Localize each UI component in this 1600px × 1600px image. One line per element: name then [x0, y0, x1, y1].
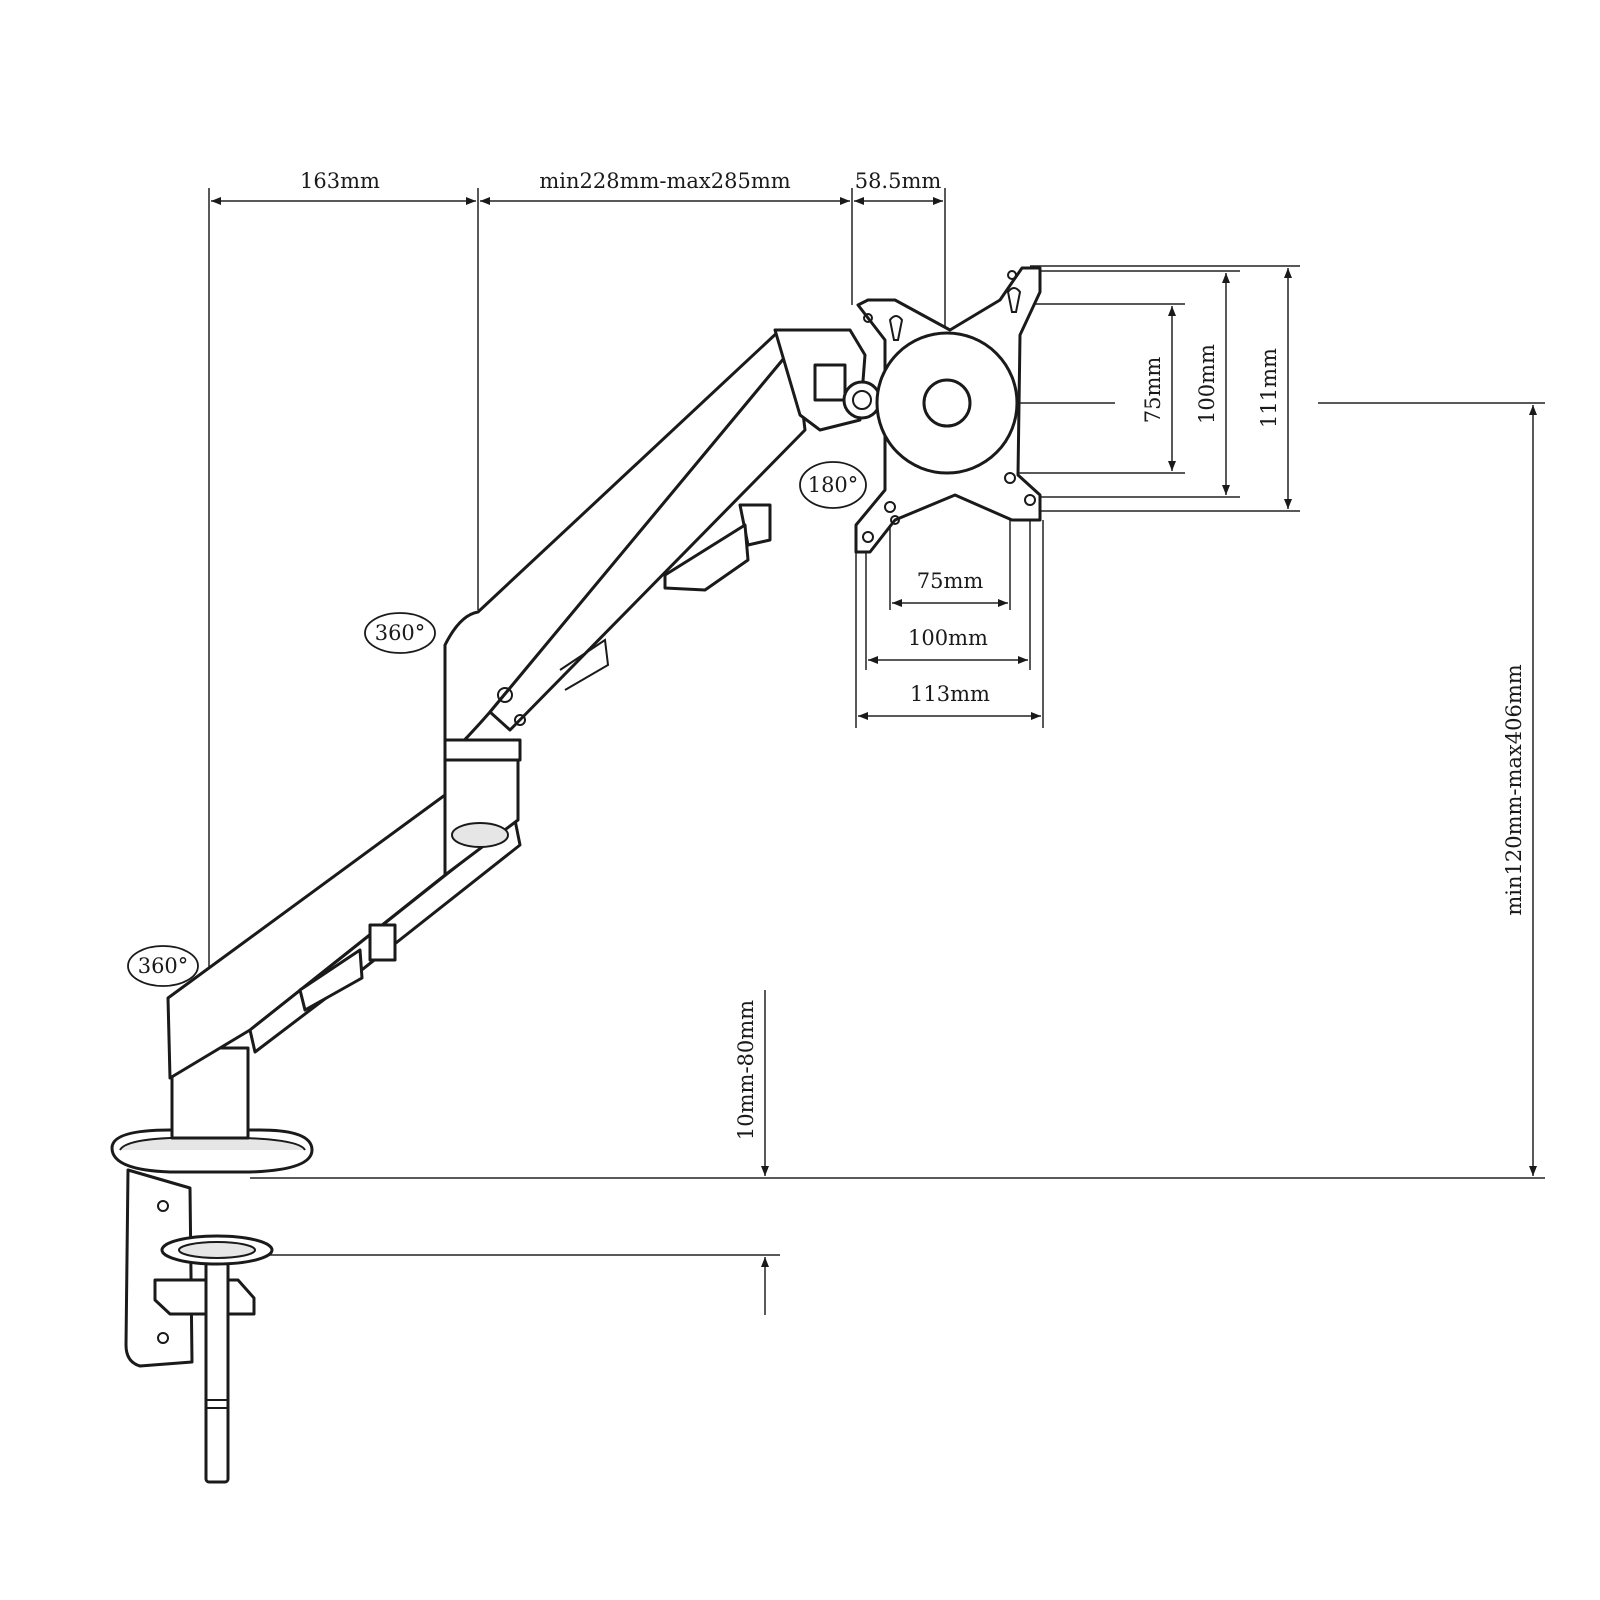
label-clamp-thickness: 10mm-80mm — [734, 1000, 758, 1140]
clamp-hole-bottom — [157, 1332, 169, 1344]
hole-bl-75 — [884, 501, 896, 513]
label-head-rotate: 180° — [808, 473, 859, 497]
label-vesa-h-100: 100mm — [908, 626, 988, 650]
monitor-arm — [110, 266, 1042, 1484]
clamp-back-plate — [124, 1168, 194, 1368]
upper-arm-cable-cover — [663, 523, 750, 592]
dimension-labels: 163mm min228mm-max285mm 58.5mm 75mm 100m… — [300, 169, 1526, 1140]
clamp-screw — [204, 1260, 230, 1484]
hole-tr-outer — [1007, 270, 1017, 280]
badge-elbow-swivel: 360° — [364, 612, 436, 654]
base-plate-top-face — [119, 1137, 306, 1151]
upper-arm — [443, 328, 807, 762]
rotation-badges: 360° 360° 180° — [127, 461, 867, 987]
label-elbow-swivel: 360° — [375, 621, 426, 645]
lower-arm-clip — [368, 923, 397, 962]
hole-tl-outer — [863, 313, 873, 323]
elbow-lower-joint — [443, 758, 520, 877]
lower-arm-channel — [298, 948, 364, 1012]
hole-bl-100 — [862, 531, 874, 543]
hole-bl-inner — [890, 515, 900, 525]
upper-arm-side-face — [488, 343, 807, 732]
upper-arm-slot — [559, 638, 610, 691]
label-height-range: min120mm-max406mm — [1502, 664, 1526, 915]
dimension-lines — [208, 188, 1545, 1315]
keyhole-top-right — [1006, 287, 1022, 313]
desk-clamp — [124, 1168, 274, 1484]
tilt-head-block — [813, 363, 847, 402]
hole-br-75 — [1004, 472, 1016, 484]
upper-arm-pivot — [497, 687, 513, 703]
clamp-hole-top — [157, 1200, 169, 1212]
keyhole-top-left — [888, 315, 904, 341]
elbow-upper-collar — [443, 738, 522, 762]
label-plate-height: 111mm — [1257, 348, 1281, 428]
vesa-plate-centre-hole — [922, 378, 972, 428]
tilt-head-knob — [842, 380, 882, 420]
base-plate — [110, 1046, 314, 1174]
label-plate-width: 113mm — [910, 682, 990, 706]
label-vesa-v-75: 75mm — [1141, 357, 1165, 424]
label-head-offset: 58.5mm — [855, 169, 942, 193]
label-base-swivel: 360° — [138, 954, 189, 978]
label-vesa-v-100: 100mm — [1195, 344, 1219, 424]
clamp-pad-inner — [178, 1241, 256, 1259]
label-arm-reach: min228mm-max285mm — [539, 169, 790, 193]
badge-base-swivel: 360° — [127, 945, 199, 987]
lower-arm — [166, 758, 522, 1080]
badge-head-rotate: 180° — [799, 461, 867, 509]
lower-arm-slot — [451, 822, 509, 848]
label-arm-base-offset: 163mm — [300, 169, 380, 193]
tilt-head-knob-inner — [852, 390, 872, 410]
hole-br-100 — [1024, 494, 1036, 506]
vesa-plate — [854, 266, 1042, 554]
label-vesa-h-75: 75mm — [917, 569, 984, 593]
upper-arm-screw — [514, 714, 526, 726]
tilt-head — [773, 328, 882, 432]
